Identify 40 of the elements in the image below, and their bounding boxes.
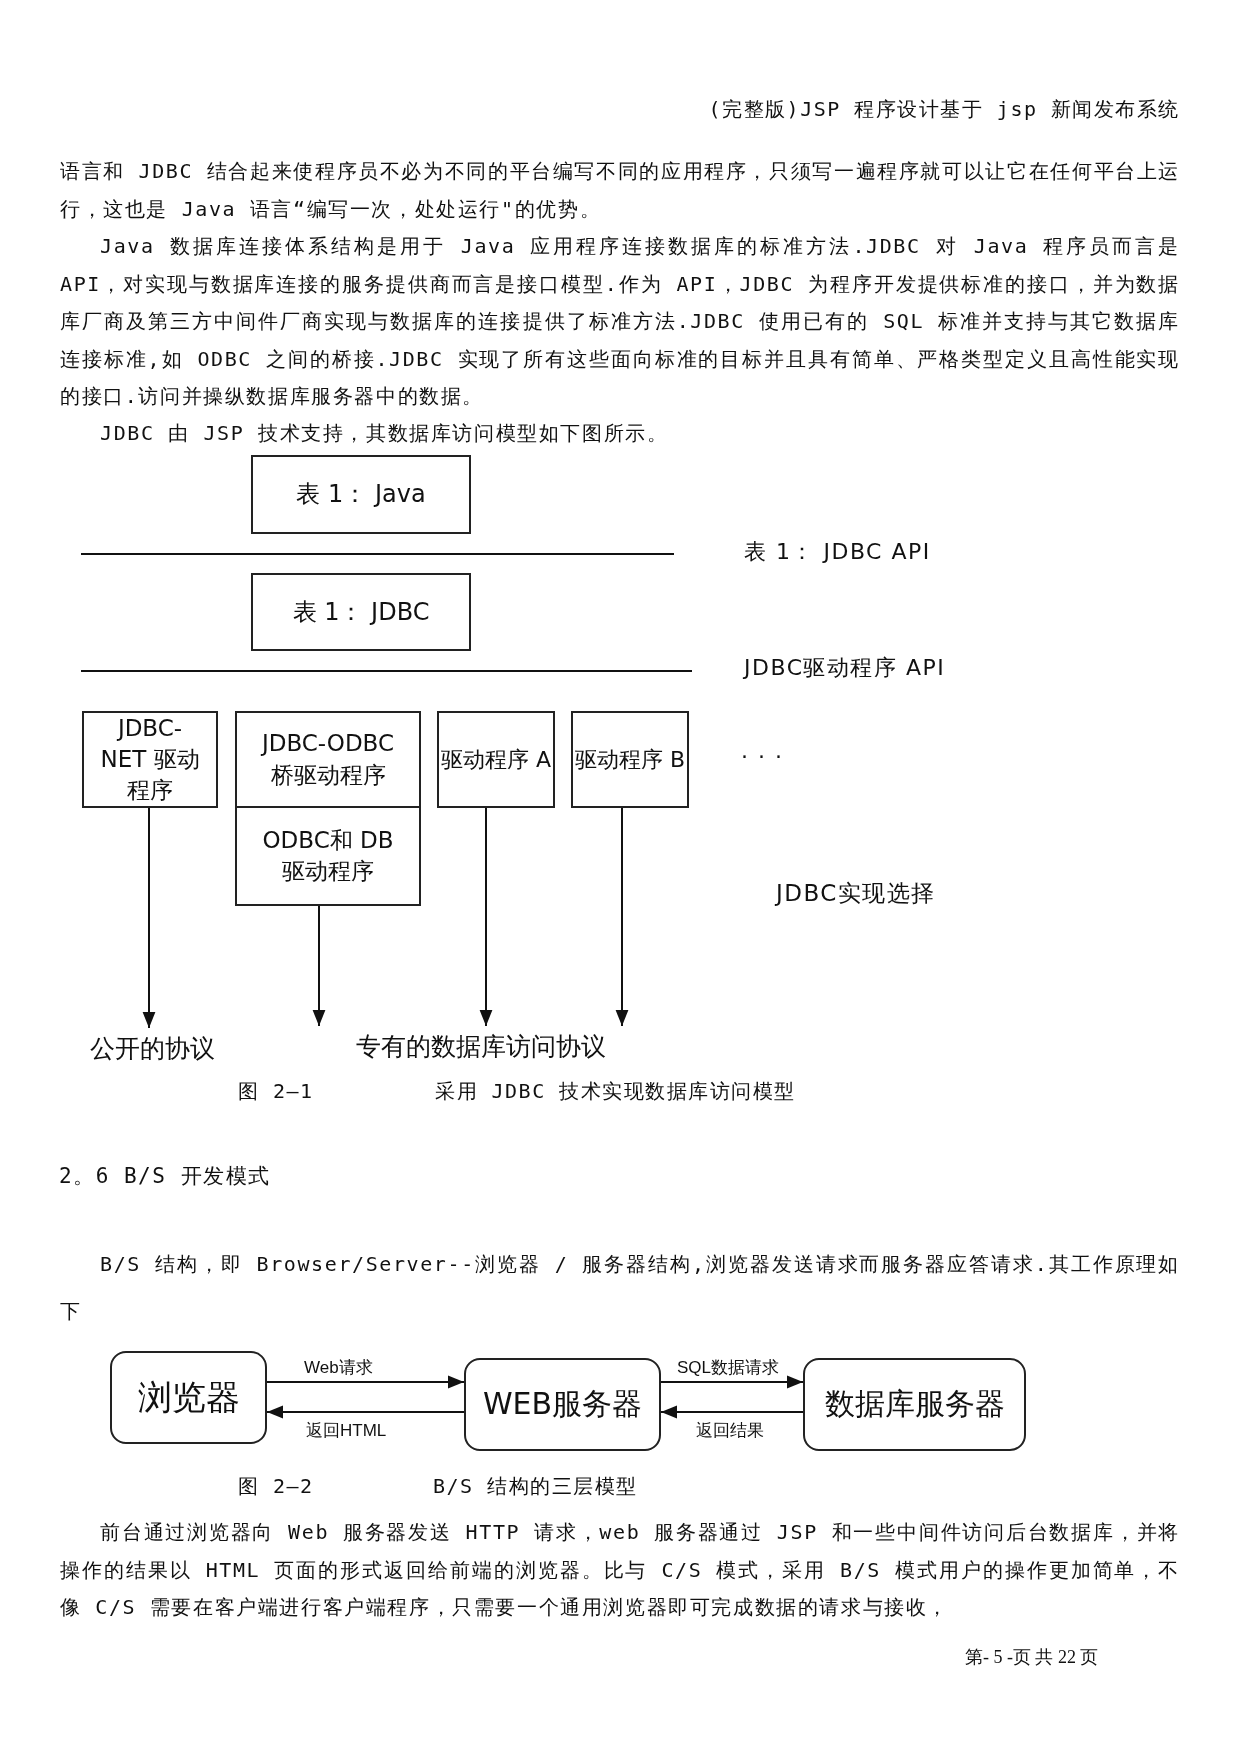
driver-box: 驱动程序 A [437, 711, 555, 808]
layer-label: JDBC实现选择 [776, 879, 937, 908]
protocol-label: 公开的协议 [90, 1028, 214, 1068]
tier-box: 浏览器 [110, 1351, 267, 1444]
driver-box: JDBC-NET 驱动程序 [82, 711, 218, 808]
layer-label: 表 1： JDBC API [744, 538, 932, 566]
arrow [266, 1375, 465, 1389]
driver-box: ODBC和 DB 驱动程序 [235, 806, 421, 906]
page-number: 第- 5 -页 共 22 页 [965, 1646, 1100, 1669]
figure-caption: 采用 JDBC 技术实现数据库访问模型 [435, 1078, 797, 1105]
tier-box: 数据库服务器 [803, 1358, 1026, 1451]
figure-caption: B/S 结构的三层模型 [433, 1473, 639, 1500]
arrow [479, 807, 493, 1027]
arrow [660, 1405, 804, 1419]
layer-box: 表 1： Java [251, 455, 471, 534]
arrow [615, 807, 629, 1027]
paragraph: 前台通过浏览器向 Web 服务器发送 HTTP 请求，web 服务器通过 JSP 和一些中间件访问后台数据库，并将操作的结果以 HTML 页面的形式返回给前端的浏览器。比与 C/S 模式，采用 B/S 模式用户的操作更加简单，不像 C/S 需要在客户端进行客户端程序，只需要一个通用浏览器即可完成数据的请求与接收， [60, 1519, 1180, 1621]
layer-label: JDBC驱动程序 API [744, 654, 947, 682]
arrow [266, 1405, 465, 1419]
edge-label: SQL数据请求 [675, 1358, 782, 1378]
edge-label: Web请求 [302, 1358, 375, 1378]
edge-label: 返回结果 [694, 1421, 766, 1441]
paragraph: B/S 结构，即 Browser/Server--浏览器 / 服务器结构,浏览器发送请求而服务器应答请求.其工作原理如下 [60, 1251, 1180, 1325]
driver-box: JDBC-ODBC 桥驱动程序 [235, 711, 421, 808]
page-header: (完整版)JSP 程序设计基于 jsp 新闻发布系统 [707, 96, 1180, 123]
driver-box: 驱动程序 B [571, 711, 689, 808]
arrow [312, 905, 326, 1027]
paragraph: 语言和 JDBC 结合起来使程序员不必为不同的平台编写不同的应用程序，只须写一遍程序就可以让它在任何平台上运行，这也是 Java 语言“编写一次，处处运行"的优势。 [60, 158, 1180, 223]
arrow [660, 1375, 804, 1389]
paragraph: JDBC 由 JSP 技术支持，其数据库访问模型如下图所示。 [99, 420, 670, 447]
figure-caption: 图 2—1 [238, 1078, 315, 1105]
ellipsis: · · · [741, 744, 785, 769]
section-heading: 2。6 B/S 开发模式 [59, 1163, 272, 1190]
figure-caption: 图 2—2 [238, 1473, 315, 1500]
tier-box: WEB服务器 [464, 1358, 661, 1451]
layer-box: 表 1： JDBC [251, 573, 471, 651]
arrow [142, 807, 156, 1029]
protocol-label: 专有的数据库访问协议 [300, 1026, 606, 1066]
paragraph: Java 数据库连接体系结构是用于 Java 应用程序连接数据库的标准方法.JDBC 对 Java 程序员而言是 API，对实现与数据库连接的服务提供商而言是接口模型.作为 API，JDBC 为程序开发提供标准的接口，并为数据库厂商及第三方中间件厂商实现与数据库的连接提供了标准方法.JDBC 使用已有的 SQL 标准并支持与其它数据库连接标准,如 ODBC 之间的桥接.JDBC 实现了所有这些面向标准的目标并且具有简单、严格类型定义且高性能实现的接口.访问并操纵数据库服务器中的数据。 [60, 233, 1180, 410]
edge-label: 返回HTML [304, 1421, 389, 1441]
